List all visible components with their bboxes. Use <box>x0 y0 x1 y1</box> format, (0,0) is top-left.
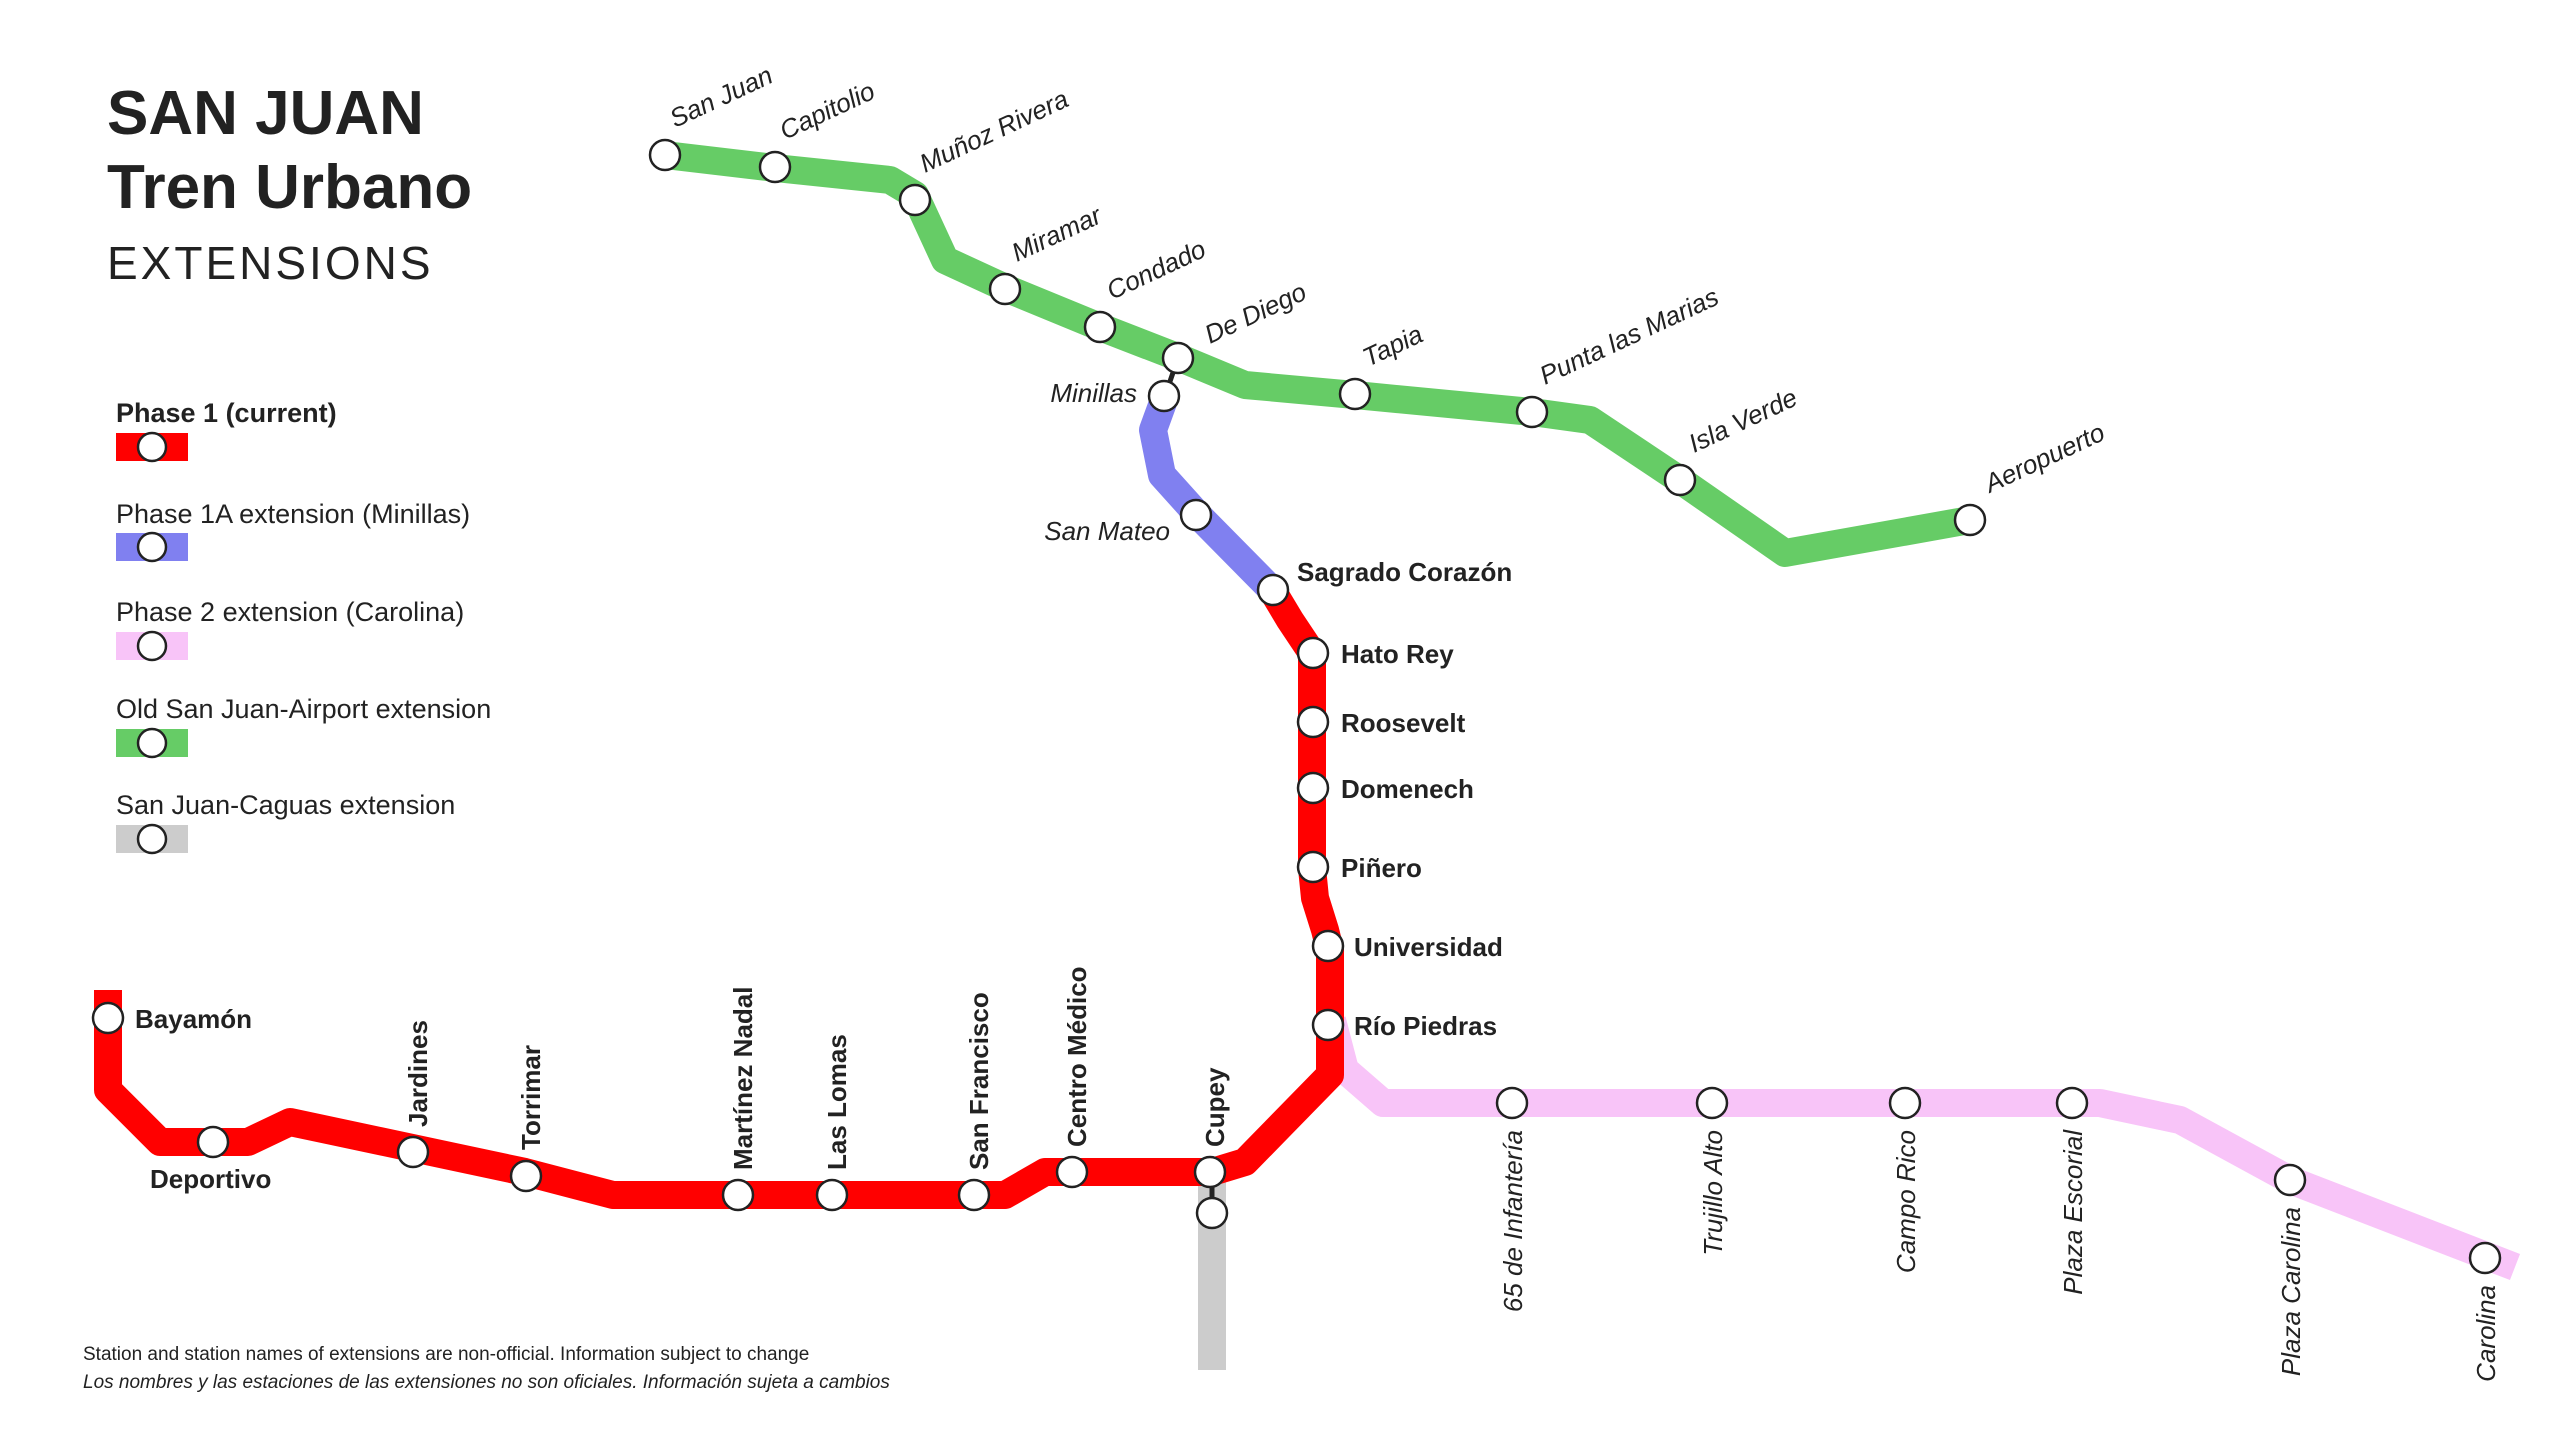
legend-swatch-phase1 <box>116 431 188 463</box>
station-plaza-escorial[interactable]: Plaza Escorial <box>2055 1086 2089 1295</box>
svg-text:Las Lomas: Las Lomas <box>822 1034 852 1170</box>
stations-phase2: 65 de Infantería Trujillo Alto Campo Ric… <box>1495 1086 2502 1382</box>
svg-text:Jardines: Jardines <box>403 1020 433 1127</box>
station-de-diego[interactable]: De Diego <box>1161 276 1311 375</box>
station-las-lomas[interactable]: Las Lomas <box>815 1034 852 1212</box>
svg-text:Hato Rey: Hato Rey <box>1341 639 1454 669</box>
station-caguas-transfer[interactable] <box>1195 1196 1229 1230</box>
station-roosevelt[interactable]: Roosevelt <box>1296 705 1466 739</box>
svg-text:Miramar: Miramar <box>1007 199 1107 267</box>
svg-text:Domenech: Domenech <box>1341 774 1474 804</box>
stations-caguas <box>1195 1196 1229 1230</box>
svg-text:San Juan: San Juan <box>665 60 777 134</box>
svg-text:Trujillo Alto: Trujillo Alto <box>1698 1130 1728 1256</box>
svg-text:Plaza Carolina: Plaza Carolina <box>2276 1207 2306 1376</box>
station-campo-rico[interactable]: Campo Rico <box>1888 1086 1922 1273</box>
svg-text:Condado: Condado <box>1102 234 1210 306</box>
station-condado[interactable]: Condado <box>1083 234 1210 344</box>
svg-text:Deportivo: Deportivo <box>150 1164 271 1194</box>
svg-text:Centro Médico: Centro Médico <box>1062 966 1092 1147</box>
station-cupey[interactable]: Cupey <box>1193 1067 1230 1189</box>
station-torrimar[interactable]: Torrimar <box>509 1045 546 1193</box>
legend-label-phase1a: Phase 1A extension (Minillas) <box>116 499 471 529</box>
station-sagrado-corazon[interactable]: Sagrado Corazón <box>1256 557 1512 607</box>
svg-text:Carolina: Carolina <box>2471 1285 2501 1382</box>
svg-text:65 de Infantería: 65 de Infantería <box>1498 1130 1528 1312</box>
svg-text:Roosevelt: Roosevelt <box>1341 708 1466 738</box>
station-65-de-infanteria[interactable]: 65 de Infantería <box>1495 1086 1529 1312</box>
legend-label-phase1: Phase 1 (current) <box>116 398 337 428</box>
svg-text:Aeropuerto: Aeropuerto <box>1978 417 2109 499</box>
svg-text:Martínez Nadal: Martínez Nadal <box>728 987 758 1171</box>
map-title-line2: Tren Urbano <box>107 153 473 222</box>
svg-text:Sagrado Corazón: Sagrado Corazón <box>1297 557 1512 587</box>
legend-swatch-phase1a <box>116 531 188 563</box>
svg-text:Cupey: Cupey <box>1200 1067 1230 1147</box>
stations-phase1: Bayamón Deportivo Jardines Torrimar Mart… <box>91 557 1512 1212</box>
stations-phase1a: San Mateo Minillas <box>1044 378 1213 546</box>
station-universidad[interactable]: Universidad <box>1311 929 1503 963</box>
station-bayamon[interactable]: Bayamón <box>91 1001 252 1035</box>
svg-text:San Mateo: San Mateo <box>1044 516 1170 546</box>
line-airport <box>663 141 1973 567</box>
svg-text:De Diego: De Diego <box>1200 276 1311 349</box>
station-munoz-rivera[interactable]: Muñoz Rivera <box>898 83 1073 217</box>
station-jardines[interactable]: Jardines <box>396 1020 433 1169</box>
svg-text:Plaza Escorial: Plaza Escorial <box>2058 1129 2088 1295</box>
line-phase1a <box>1139 392 1282 600</box>
legend-label-phase2: Phase 2 extension (Carolina) <box>116 597 465 627</box>
station-rio-piedras[interactable]: Río Piedras <box>1311 1008 1497 1042</box>
disclaimer-spanish: Los nombres y las estaciones de las exte… <box>83 1372 890 1393</box>
station-hato-rey[interactable]: Hato Rey <box>1296 636 1454 670</box>
legend-swatches <box>116 431 188 855</box>
svg-text:Minillas: Minillas <box>1050 378 1137 408</box>
map-subtitle: EXTENSIONS <box>107 237 434 289</box>
legend-swatch-phase2 <box>116 630 188 662</box>
svg-text:Bayamón: Bayamón <box>135 1004 252 1034</box>
station-minillas[interactable]: Minillas <box>1050 378 1181 413</box>
svg-text:Punta las Marias: Punta las Marias <box>1535 281 1723 390</box>
svg-text:Campo Rico: Campo Rico <box>1891 1130 1921 1273</box>
station-plaza-carolina[interactable]: Plaza Carolina <box>2273 1163 2307 1376</box>
svg-text:Muñoz Rivera: Muñoz Rivera <box>915 83 1073 178</box>
stations-airport: San Juan Capitolio Muñoz Rivera Miramar … <box>648 60 2109 537</box>
station-san-francisco[interactable]: San Francisco <box>957 992 994 1212</box>
station-miramar[interactable]: Miramar <box>988 199 1107 306</box>
disclaimer-english: Station and station names of extensions … <box>83 1344 810 1365</box>
station-isla-verde[interactable]: Isla Verde <box>1663 382 1802 497</box>
station-trujillo-alto[interactable]: Trujillo Alto <box>1695 1086 1729 1256</box>
map-title: SAN JUAN <box>107 79 424 148</box>
legend-label-caguas: San Juan-Caguas extension <box>116 790 456 820</box>
station-pinero[interactable]: Piñero <box>1296 850 1422 884</box>
svg-text:Isla Verde: Isla Verde <box>1684 382 1802 458</box>
station-carolina[interactable]: Carolina <box>2468 1241 2502 1382</box>
legend-label-airport: Old San Juan-Airport extension <box>116 694 492 724</box>
legend-swatch-caguas <box>116 823 188 855</box>
line-phase1 <box>94 582 1344 1209</box>
svg-text:Río Piedras: Río Piedras <box>1354 1011 1497 1041</box>
station-san-mateo[interactable]: San Mateo <box>1044 498 1213 546</box>
svg-text:Piñero: Piñero <box>1341 853 1422 883</box>
legend-swatch-airport <box>116 727 188 759</box>
station-domenech[interactable]: Domenech <box>1296 771 1474 805</box>
station-deportivo[interactable]: Deportivo <box>150 1125 271 1194</box>
svg-text:Torrimar: Torrimar <box>516 1045 546 1150</box>
svg-text:San Francisco: San Francisco <box>964 992 994 1170</box>
station-centro-medico[interactable]: Centro Médico <box>1055 966 1092 1189</box>
svg-text:Universidad: Universidad <box>1354 932 1503 962</box>
svg-text:Tapia: Tapia <box>1358 319 1427 373</box>
station-martinez-nadal[interactable]: Martínez Nadal <box>721 987 758 1212</box>
svg-text:Capitolio: Capitolio <box>775 75 879 145</box>
station-aeropuerto[interactable]: Aeropuerto <box>1953 417 2109 537</box>
